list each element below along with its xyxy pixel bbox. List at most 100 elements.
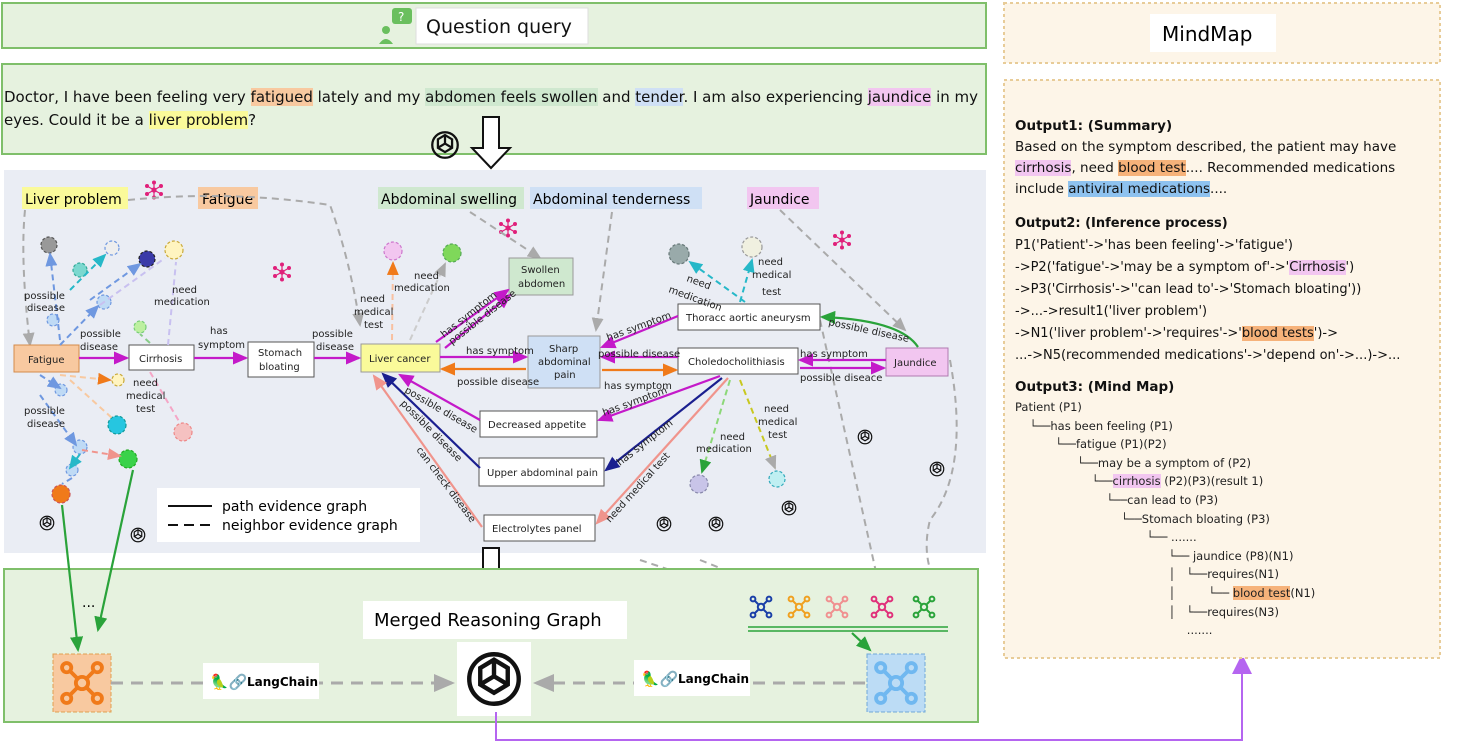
langchain-parrot-icon: 🦜🔗	[210, 672, 248, 691]
edge-label-possible-2: possible	[80, 329, 121, 340]
tree-node-text: └──can lead to (P3)	[1015, 492, 1219, 507]
edge-label-medical-2: medical	[126, 391, 165, 402]
tree-node-text: └──	[1015, 474, 1113, 489]
node-sharp-1: Sharp	[549, 344, 578, 355]
question-segment-text: ?	[248, 111, 257, 129]
entity-liver-problem: Liver problem	[25, 192, 122, 208]
down-arrow-icon	[469, 116, 513, 170]
output2-body: P1('Patient'->'has been feeling'->'fatig…	[1015, 235, 1440, 367]
output2-segment-text: ')->	[1313, 326, 1338, 341]
node-stomach-bloating-1: Stomach	[258, 348, 302, 359]
node-fatigue: Fatigue	[28, 355, 65, 366]
langchain-label-left: LangChain	[247, 675, 318, 689]
question-segment-text: in my eyes. Could it be a	[4, 88, 983, 129]
question-segment-text: . I am also experiencing	[683, 88, 868, 106]
edge-label-disease-1: disease	[27, 303, 65, 314]
node-jaundice: Jaundice	[893, 358, 937, 369]
output1-title: Output1: (Summary)	[1015, 118, 1173, 134]
node-cirrhosis: Cirrhosis	[139, 354, 182, 365]
tree-node: └──has been feeling (P1)	[1015, 417, 1440, 436]
tree-node: │ └──requires(N3)	[1015, 603, 1440, 622]
node-electrolytes: Electrolytes panel	[492, 524, 582, 535]
tree-node-text: │ └──	[1015, 585, 1233, 600]
legend-neighbor: neighbor evidence graph	[222, 518, 398, 534]
edge-label-need-4: need	[414, 271, 439, 282]
output3-section: Output3: (Mind Map) Patient (P1) └──has …	[1015, 376, 1440, 640]
edge-label-need-7: need	[720, 432, 745, 443]
output2-segment-highlight: blood tests	[1241, 326, 1314, 341]
edge-label-test-3: test	[364, 320, 383, 331]
output1-segment-text: ....	[1210, 181, 1228, 197]
tree-node: │ └──requires(N1)	[1015, 565, 1440, 584]
tree-node: └── jaundice (P8)(N1)	[1015, 547, 1440, 566]
edge-label-medical-8: medical	[758, 417, 797, 428]
output1-segment-text: , need	[1071, 160, 1119, 176]
tree-node: │ └── blood test(N1)	[1015, 584, 1440, 603]
edge-label-medication-1: medication	[154, 297, 210, 308]
tree-node-text: └──fatigue (P1)(P2)	[1015, 437, 1167, 452]
output3-title: Output3: (Mind Map)	[1015, 379, 1175, 395]
edge-label-possible-diseace: possible diseace	[800, 373, 882, 384]
output2-segment-text: ')	[1345, 260, 1355, 275]
question-segment-text: Doctor, I have been feeling very	[4, 88, 251, 106]
edge-label-test-6: test	[762, 287, 781, 298]
node-thoracic: Thoracc aortic aneurysm	[685, 313, 811, 324]
tree-node: └──cirrhosis (P2)(P3)(result 1)	[1015, 472, 1440, 491]
edge-label-has-symptom-5: has symptom	[800, 349, 868, 360]
tree-node-highlight: cirrhosis	[1112, 474, 1161, 489]
edge-label-disease-3: disease	[27, 419, 65, 430]
entity-abdominal-swelling: Abdominal swelling	[381, 192, 517, 208]
edge-label-possible-disease-3: possible disease	[598, 349, 680, 360]
output2-line: ->P2('fatigue'->'may be a symptom of'->'…	[1015, 257, 1440, 279]
tree-node: └──may be a symptom of (P2)	[1015, 454, 1440, 473]
node-sharp-3: pain	[554, 370, 576, 381]
tree-node-text: └──may be a symptom of (P2)	[1015, 455, 1252, 470]
edge-label-possible-1: possible	[24, 291, 65, 302]
tree-node-text: .......	[1015, 623, 1213, 638]
tree-node-text: Patient (P1)	[1015, 400, 1082, 414]
edge-label-has-symptom-2: has symptom	[466, 346, 534, 357]
node-choledo: Choledocholithiasis	[688, 357, 785, 368]
node-swollen-2: abdomen	[518, 279, 565, 290]
question-person-icon: ?	[379, 8, 412, 44]
output1-body: Based on the symptom described, the pati…	[1015, 137, 1430, 200]
edge-label-need-3: need	[360, 294, 385, 305]
output2-segment-text: ->N1('liver problem'->'requires'->'	[1015, 326, 1242, 341]
tree-node: └── .......	[1015, 528, 1440, 547]
tree-node-text: │ └──requires(N1)	[1015, 567, 1279, 582]
tree-node: └──fatigue (P1)(P2)	[1015, 435, 1440, 454]
edge-label-need-1: need	[172, 285, 197, 296]
edge-label-possible-3: possible	[24, 406, 65, 417]
langchain-label-right: LangChain	[678, 672, 749, 686]
entity-abdominal-tenderness: Abdominal tenderness	[533, 192, 690, 208]
question-segment-highlight: liver problem	[148, 111, 249, 129]
edge-label-medical-3: medical	[354, 307, 393, 318]
question-segment-highlight: abdomen feels swollen	[425, 88, 598, 106]
output2-segment-text: ->P2('fatigue'->'may be a symptom of'->'	[1015, 260, 1290, 275]
question-text: Doctor, I have been feeling very fatigue…	[4, 86, 982, 132]
output2-segment-highlight: Cirrhosis	[1289, 260, 1346, 275]
entity-jaundice: Jaundice	[749, 192, 810, 208]
tree-node-text: └── .......	[1015, 530, 1197, 545]
mindmap-title: MindMap	[1162, 22, 1252, 46]
tree-node: .......	[1015, 621, 1440, 640]
edge-label-possible-4: possible	[312, 329, 353, 340]
tree-node: └──can lead to (P3)	[1015, 491, 1440, 510]
edge-label-possible-disease-2: possible disease	[457, 377, 539, 388]
edge-label-has-symptom-4: has symptom	[604, 381, 672, 392]
output2-line: ->N1('liver problem'->'requires'->'blood…	[1015, 323, 1440, 345]
output2-segment-text: ->P3('Cirrhosis'->''can lead to'->'Stoma…	[1015, 282, 1362, 297]
edge-label-need-2: need	[133, 378, 158, 389]
langchain-parrot-icon: 🦜🔗	[641, 669, 679, 688]
edge-label-medical-6: medical	[752, 270, 791, 281]
tree-node: └──Stomach bloating (P3)	[1015, 510, 1440, 529]
node-upper-abdominal-pain: Upper abdominal pain	[487, 468, 598, 479]
question-segment-text: lately and my	[312, 88, 426, 106]
node-swollen-1: Swollen	[521, 265, 560, 276]
tree-node: Patient (P1)	[1015, 398, 1440, 417]
tree-node-text: └──Stomach bloating (P3)	[1015, 511, 1270, 526]
tree-node-suffix: (N1)	[1290, 585, 1316, 600]
mindmap-tree: Patient (P1) └──has been feeling (P1) └─…	[1015, 398, 1440, 640]
edge-label-medication-7: medication	[696, 444, 752, 455]
tree-node-text: └──has been feeling (P1)	[1015, 418, 1173, 433]
